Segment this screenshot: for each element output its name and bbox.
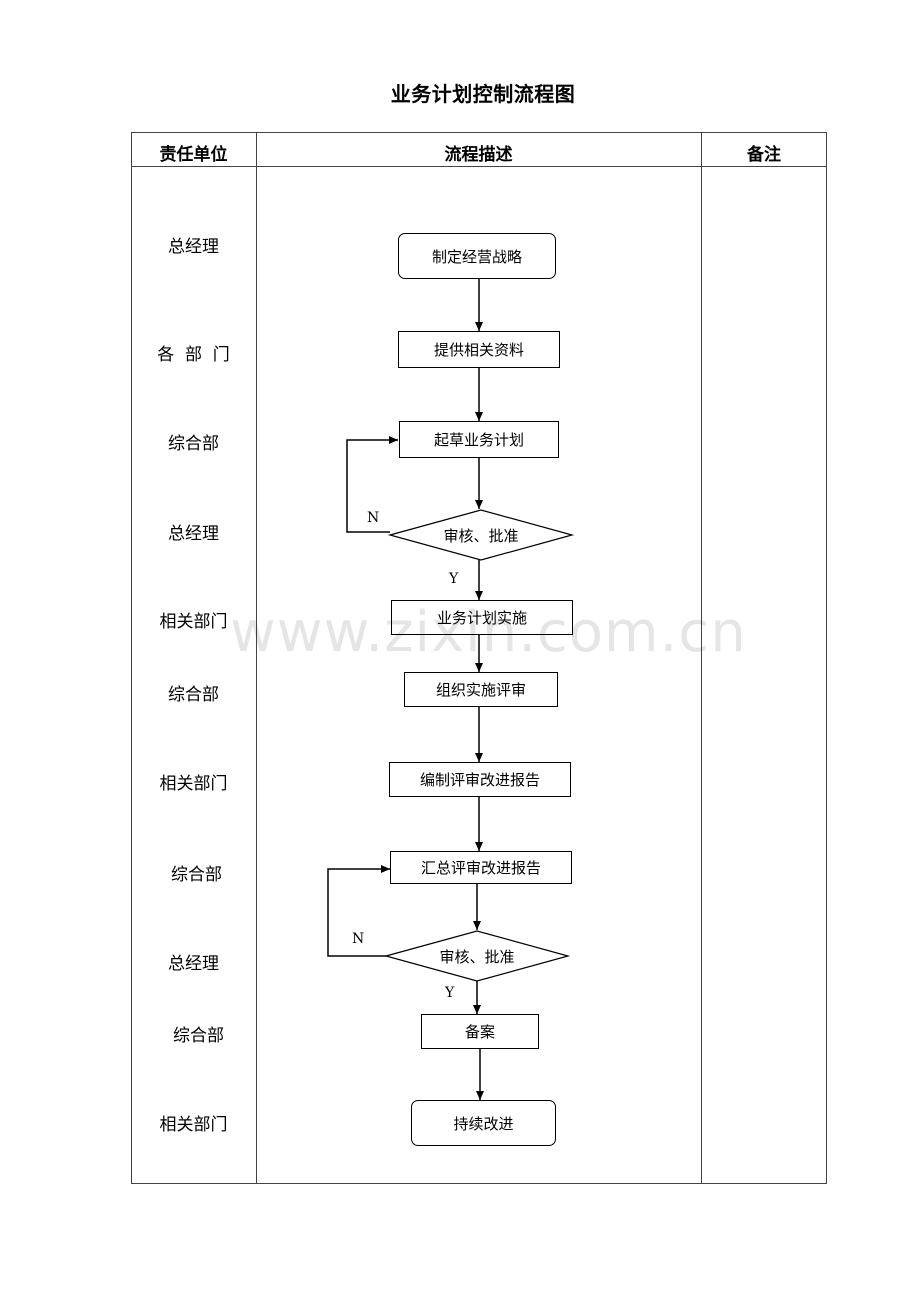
node-improve: 持续改进	[411, 1100, 556, 1146]
node-compile: 编制评审改进报告	[389, 762, 571, 797]
node-strategy: 制定经营战略	[398, 233, 556, 279]
yes-label: Y	[445, 985, 455, 1001]
role-label: 综合部	[168, 685, 219, 705]
role-label: 综合部	[168, 434, 219, 454]
node-archive: 备案	[421, 1014, 539, 1049]
column-divider-1	[256, 132, 257, 1184]
node-implement: 业务计划实施	[391, 600, 573, 635]
column-divider-2	[701, 132, 702, 1184]
role-label: 各 部 门	[157, 345, 230, 365]
header-remarks: 备注	[747, 145, 781, 165]
no-label: N	[352, 931, 365, 947]
role-label: 综合部	[171, 865, 222, 885]
page-title: 业务计划控制流程图	[390, 82, 576, 106]
role-label: 总经理	[168, 524, 219, 544]
header-process-description: 流程描述	[444, 145, 513, 165]
decision-review2-shape	[383, 930, 571, 982]
decision-review2-label: 审核、批准	[439, 947, 515, 966]
node-eval: 组织实施评审	[404, 672, 558, 707]
node-materials: 提供相关资料	[398, 331, 560, 368]
role-label: 相关部门	[159, 612, 228, 632]
role-label: 综合部	[173, 1026, 224, 1046]
yes-label: Y	[449, 571, 459, 587]
role-label: 相关部门	[159, 774, 228, 794]
no-label: N	[367, 510, 380, 526]
arrow-review2-reject-loop	[327, 865, 390, 957]
decision-review1-label: 审核、批准	[443, 526, 519, 545]
role-label: 总经理	[168, 954, 219, 974]
role-label: 总经理	[168, 237, 219, 257]
process-table	[131, 132, 827, 1184]
node-draft: 起草业务计划	[399, 421, 559, 458]
arrow-review1-reject-loop	[346, 436, 398, 533]
header-responsible-unit: 责任单位	[159, 145, 228, 165]
header-divider	[131, 166, 827, 167]
role-label: 相关部门	[159, 1115, 228, 1135]
node-summary: 汇总评审改进报告	[390, 851, 572, 884]
decision-review1-shape	[387, 509, 575, 561]
